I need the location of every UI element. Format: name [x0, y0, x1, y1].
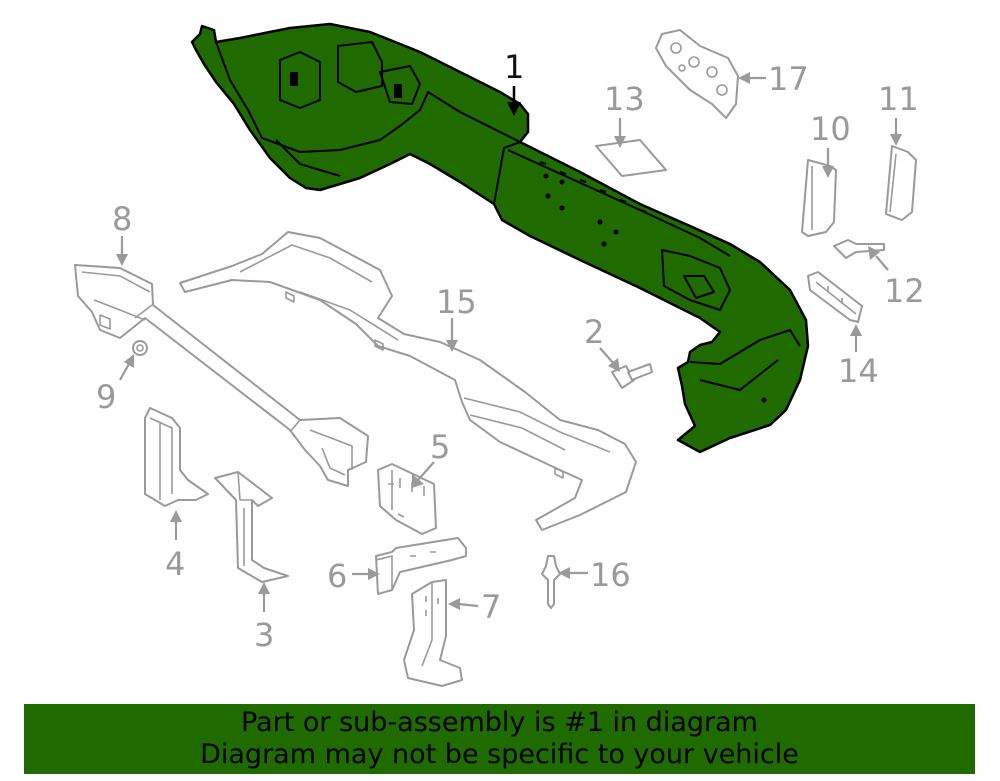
notice-line-1: Part or sub-assembly is #1 in diagram — [241, 707, 758, 738]
notice-banner: Part or sub-assembly is #1 in diagram Di… — [24, 704, 975, 774]
part-9-nut[interactable] — [132, 340, 148, 356]
part-11-corner-piece[interactable] — [885, 145, 917, 221]
callout-7: 7 — [481, 588, 501, 626]
callout-16: 16 — [590, 556, 631, 594]
part-1-bumper-cover[interactable] — [190, 22, 810, 454]
callout-6: 6 — [327, 557, 347, 595]
callout-15: 15 — [436, 283, 477, 321]
part-3-bracket[interactable] — [214, 471, 289, 583]
part-12-clip[interactable] — [833, 239, 885, 259]
callout-1: 1 — [504, 48, 524, 86]
callout-11: 11 — [878, 80, 919, 118]
notice-line-2: Diagram may not be specific to your vehi… — [200, 739, 799, 770]
callout-4: 4 — [165, 545, 185, 583]
callout-13: 13 — [604, 80, 645, 118]
callout-12: 12 — [884, 272, 925, 310]
part-15-absorber[interactable] — [179, 231, 637, 531]
part-5-bracket[interactable] — [377, 463, 437, 535]
part-7-bracket[interactable] — [403, 579, 463, 687]
callout-14: 14 — [838, 352, 879, 390]
part-2-bolt[interactable] — [611, 363, 653, 389]
leader-lines — [116, 72, 902, 612]
callout-3: 3 — [254, 616, 274, 654]
callout-17: 17 — [768, 60, 809, 98]
part-4-bracket[interactable] — [144, 407, 209, 507]
part-6-bracket[interactable] — [375, 537, 467, 595]
callout-9: 9 — [96, 378, 116, 416]
part-8-reinforcement-bar[interactable] — [74, 264, 369, 487]
part-10-corner-piece[interactable] — [801, 159, 837, 237]
part-13-label[interactable] — [595, 139, 667, 177]
part-17-plate[interactable] — [655, 29, 739, 119]
part-16-push-pin[interactable] — [541, 555, 561, 609]
callout-5: 5 — [430, 428, 450, 466]
callout-8: 8 — [112, 200, 132, 238]
callout-labels: 1 2 3 4 5 6 7 8 9 10 11 12 13 14 15 16 1… — [96, 48, 925, 654]
part-14-bracket-strip[interactable] — [807, 271, 863, 323]
callout-2: 2 — [584, 313, 604, 351]
callout-10: 10 — [810, 110, 851, 148]
